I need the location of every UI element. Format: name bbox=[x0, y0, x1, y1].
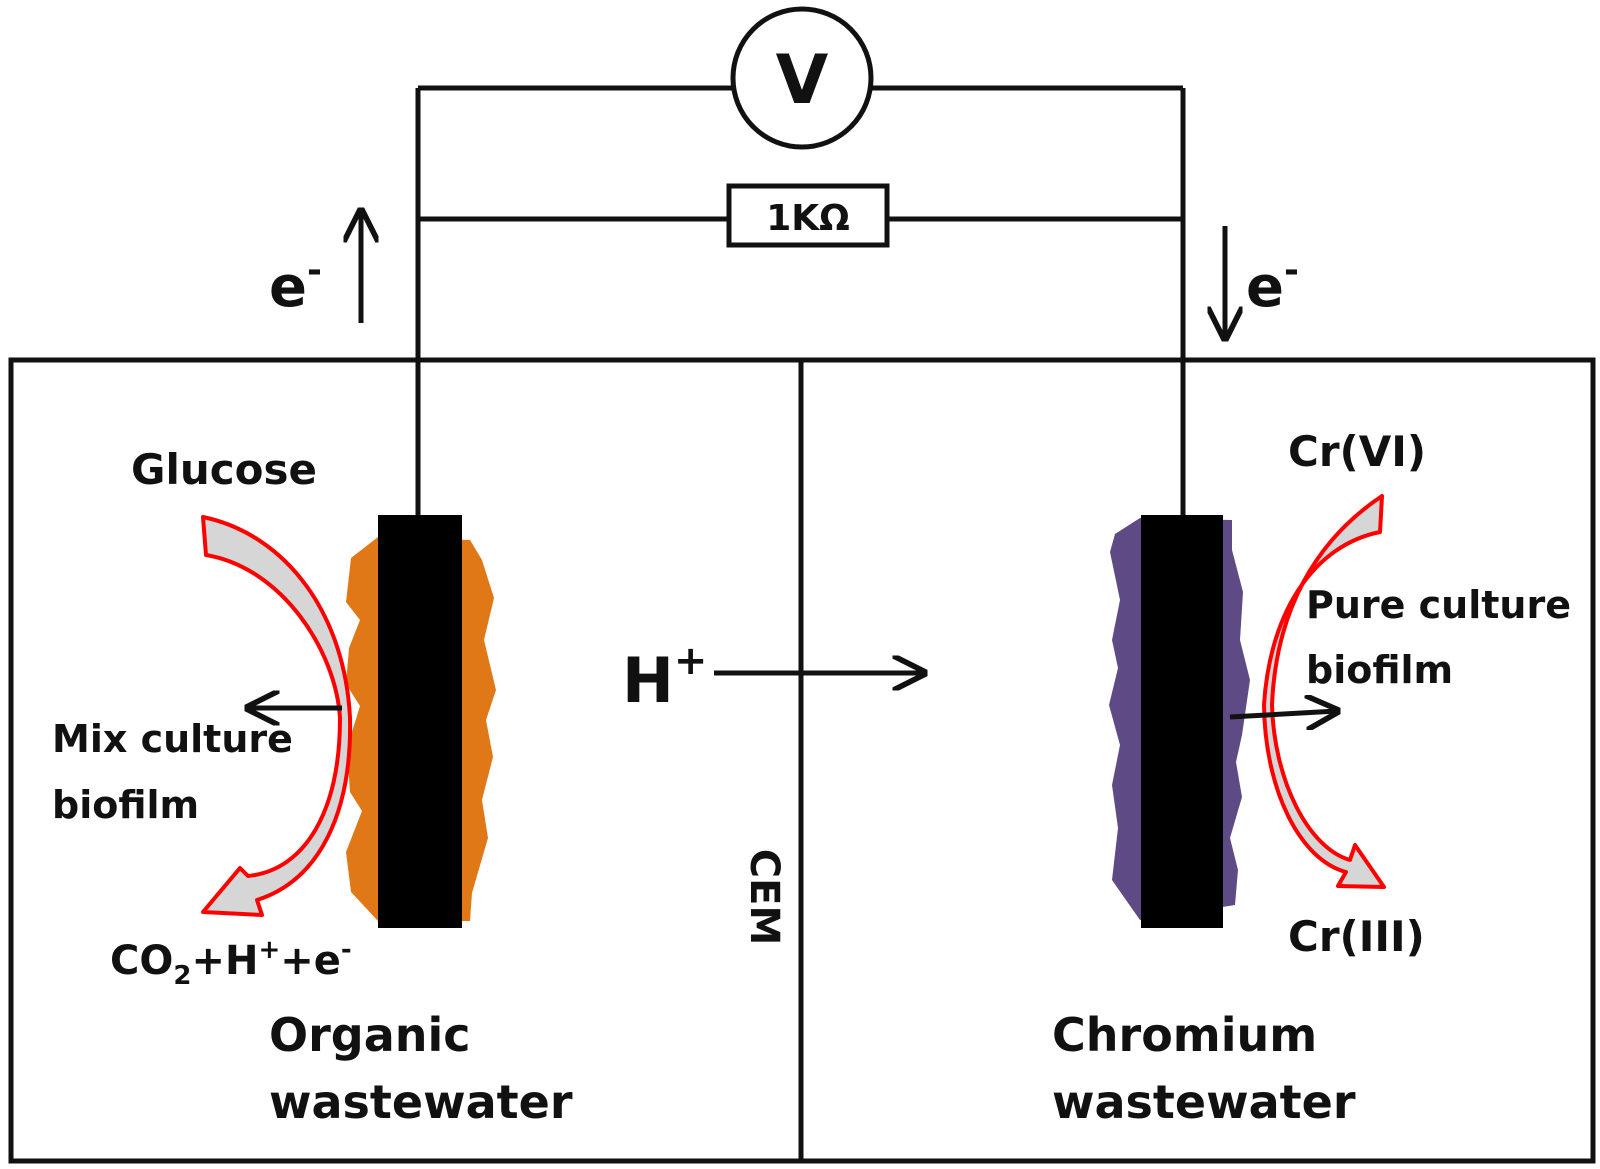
e-minus-superscript: - bbox=[341, 935, 352, 965]
electron-label-anode: e bbox=[269, 255, 307, 320]
electron-flow-cathode: e- bbox=[1225, 226, 1299, 338]
chromium-reduction-arrow bbox=[1262, 494, 1386, 889]
external-circuit bbox=[415, 85, 1186, 515]
electron-charge-anode: - bbox=[307, 250, 322, 291]
electron-charge-cathode: - bbox=[1284, 250, 1299, 291]
organic-label-2: wastewater bbox=[269, 1075, 573, 1129]
co2-subscript: 2 bbox=[173, 961, 191, 991]
mix-culture-label-2: biofilm bbox=[52, 783, 199, 827]
resistor-label: 1KΩ bbox=[766, 198, 850, 239]
pure-culture-label-1: Pure culture bbox=[1306, 583, 1571, 627]
cr-vi-label: Cr(VI) bbox=[1288, 427, 1426, 476]
chromium-label-1: Chromium bbox=[1052, 1008, 1317, 1062]
chromium-label-2: wastewater bbox=[1052, 1075, 1356, 1129]
membrane-label: CEM bbox=[741, 849, 787, 945]
anode-chamber: Glucose Mix culture biofilm CO2+H++e- Or… bbox=[52, 445, 573, 1129]
cr-iii-label: Cr(III) bbox=[1288, 912, 1425, 961]
electron-label-cathode: e bbox=[1246, 255, 1284, 320]
h-plus-superscript: + bbox=[258, 935, 280, 965]
svg-text:H+: H+ bbox=[622, 638, 707, 717]
pure-culture-label-2: biofilm bbox=[1306, 648, 1453, 692]
co-text: CO bbox=[110, 938, 173, 984]
proton-label: H bbox=[622, 644, 674, 717]
pure-biofilm-arrow bbox=[1229, 711, 1337, 717]
svg-text:e-: e- bbox=[269, 250, 322, 320]
mix-culture-label-1: Mix culture bbox=[52, 717, 293, 761]
glucose-oxidation-arrow bbox=[201, 515, 353, 917]
voltmeter: V bbox=[730, 6, 874, 150]
oxidation-products-label: CO2+H++e- bbox=[110, 935, 352, 991]
proton-charge: + bbox=[674, 638, 708, 684]
voltmeter-circle bbox=[730, 6, 874, 150]
organic-label-1: Organic bbox=[269, 1008, 471, 1062]
glucose-label: Glucose bbox=[131, 445, 317, 494]
cathode-chamber: Cr(VI) Pure culture biofilm Cr(III) Chro… bbox=[1052, 427, 1571, 1129]
plus-h-text: +H bbox=[191, 938, 258, 984]
electron-flow-anode: e- bbox=[269, 211, 361, 323]
voltmeter-symbol: V bbox=[776, 41, 829, 120]
plus-e-text: +e bbox=[280, 938, 341, 984]
cathode-electrode bbox=[1141, 515, 1223, 928]
proton-transfer: H+ bbox=[622, 638, 924, 717]
resistor: 1KΩ bbox=[726, 183, 890, 248]
resistor-body bbox=[726, 183, 890, 248]
anode-electrode bbox=[378, 515, 462, 928]
svg-text:e-: e- bbox=[1246, 250, 1299, 320]
